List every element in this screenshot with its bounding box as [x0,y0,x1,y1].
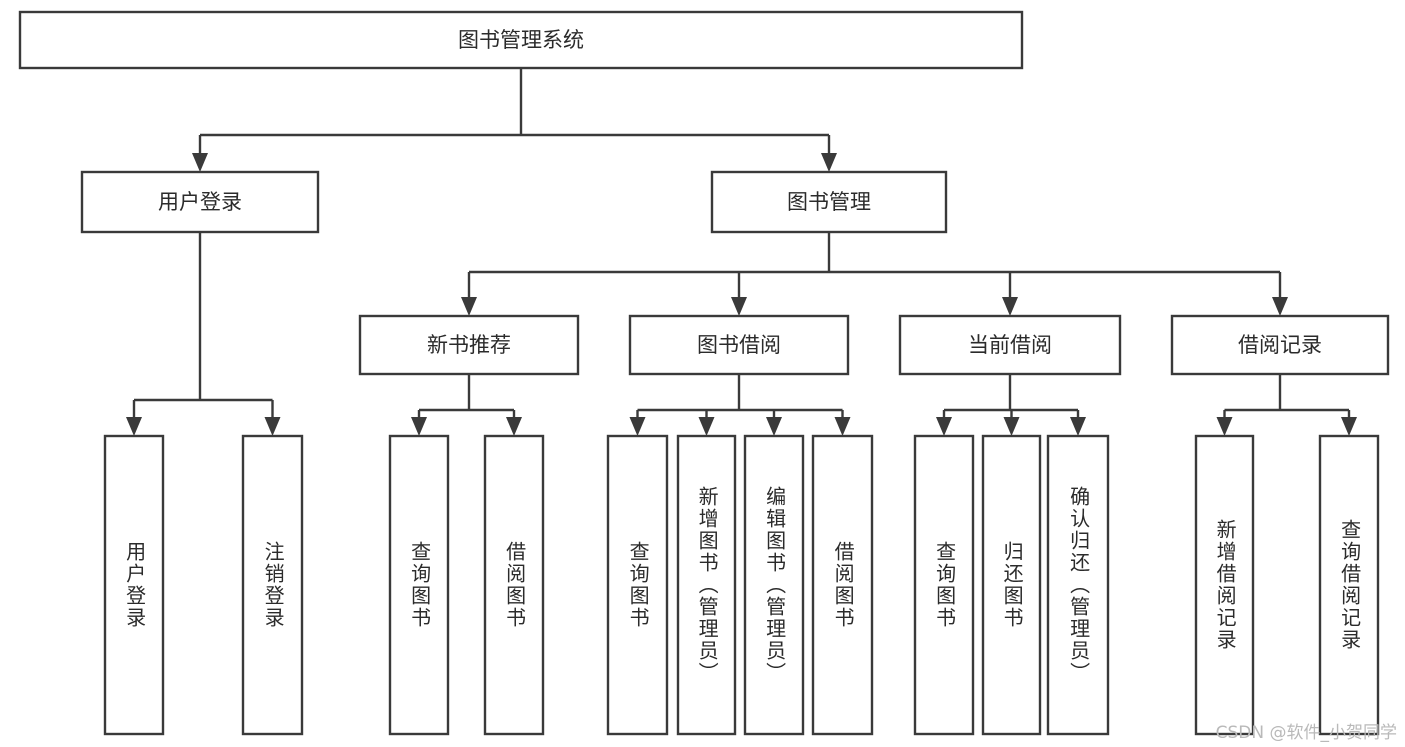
connector-当前借阅-to-查询图书-arrowhead [936,417,952,436]
node-leaf-2-查询图书[interactable] [388,434,450,736]
node-l1-图书管理-label: 图书管理 [787,190,871,214]
node-leaf-7-借阅图书[interactable] [811,434,874,736]
node-root-图书管理系统-label: 图书管理系统 [458,28,584,52]
connector-mgr-to-借阅记录-arrowhead [1272,297,1288,316]
connector-图书借阅-to-编辑图书管理员-arrowhead [766,417,782,436]
node-leaf-11-新增借阅记录-rect[interactable] [1194,434,1255,736]
connector-图书借阅-to-新增图书管理员-arrowhead [698,417,715,436]
node-root-图书管理系统-rect[interactable] [18,10,1024,70]
node-l2-借阅记录-rect[interactable] [1170,314,1390,376]
node-l2-新书推荐-label: 新书推荐 [427,333,511,357]
node-l2-当前借阅-rect[interactable] [898,314,1122,376]
node-leaf-10-确认归还管理员[interactable] [1046,434,1110,736]
connector-root-to-用户登录-arrowhead [192,153,208,172]
node-leaf-4-查询图书[interactable] [606,434,669,736]
node-leaf-5-新增图书管理员[interactable] [676,434,737,736]
node-l1-图书管理[interactable]: 图书管理 [710,170,948,234]
connector-借阅记录-to-查询借阅记录-arrowhead [1341,417,1357,436]
node-l2-图书借阅-label: 图书借阅 [697,333,781,357]
node-leaf-8-查询图书-rect[interactable] [913,434,975,736]
node-leaf-2-查询图书-rect[interactable] [388,434,450,736]
node-leaf-5-新增图书管理员-rect[interactable] [676,434,737,736]
node-leaf-6-编辑图书管理员[interactable] [743,434,805,736]
node-leaf-10-确认归还管理员-rect[interactable] [1046,434,1110,736]
connector-当前借阅-to-归还图书-arrowhead [1003,417,1020,436]
connector-图书借阅-to-查询图书-arrowhead [629,417,646,436]
node-leaf-0-用户登录-rect[interactable] [103,434,165,736]
node-root-图书管理系统[interactable]: 图书管理系统 [18,10,1024,70]
connector-用户登录-to-注销登录-arrowhead [264,417,281,436]
node-l1-图书管理-rect[interactable] [710,170,948,234]
node-leaf-12-查询借阅记录-rect[interactable] [1318,434,1380,736]
node-leaf-3-借阅图书-rect[interactable] [483,434,545,736]
node-leaf-9-归还图书[interactable] [981,434,1042,736]
connector-新书推荐-to-借阅图书-arrowhead [506,417,522,436]
node-l1-用户登录[interactable]: 用户登录 [80,170,320,234]
node-leaf-1-注销登录[interactable] [241,434,304,736]
node-l2-图书借阅[interactable]: 图书借阅 [628,314,850,376]
connector-图书借阅-to-借阅图书-arrowhead [834,417,851,436]
node-l1-用户登录-label: 用户登录 [158,190,242,214]
node-l1-用户登录-rect[interactable] [80,170,320,234]
node-leaf-11-新增借阅记录[interactable] [1194,434,1255,736]
node-leaf-6-编辑图书管理员-rect[interactable] [743,434,805,736]
connector-当前借阅-to-确认归还管理员-arrowhead [1070,417,1086,436]
node-l2-借阅记录-label: 借阅记录 [1238,333,1322,357]
node-leaf-3-借阅图书[interactable] [483,434,545,736]
connector-layer [126,68,1357,436]
node-l2-新书推荐[interactable]: 新书推荐 [358,314,580,376]
connector-借阅记录-to-新增借阅记录-arrowhead [1216,417,1233,436]
node-leaf-12-查询借阅记录[interactable] [1318,434,1380,736]
node-leaf-9-归还图书-rect[interactable] [981,434,1042,736]
connector-用户登录-to-用户登录-arrowhead [126,417,142,436]
connector-新书推荐-to-查询图书-arrowhead [411,417,427,436]
connector-mgr-to-当前借阅-arrowhead [1002,297,1018,316]
connector-mgr-to-新书推荐-arrowhead [461,297,477,316]
node-l2-借阅记录[interactable]: 借阅记录 [1170,314,1390,376]
node-l2-当前借阅[interactable]: 当前借阅 [898,314,1122,376]
csdn-watermark: CSDN @软件_小贺同学 [1215,723,1397,743]
node-leaf-8-查询图书[interactable] [913,434,975,736]
node-l2-当前借阅-label: 当前借阅 [968,333,1052,357]
node-l2-新书推荐-rect[interactable] [358,314,580,376]
node-leaf-0-用户登录[interactable] [103,434,165,736]
node-l2-图书借阅-rect[interactable] [628,314,850,376]
node-leaf-1-注销登录-rect[interactable] [241,434,304,736]
connector-root-to-图书管理-arrowhead [821,153,837,172]
node-leaf-4-查询图书-rect[interactable] [606,434,669,736]
node-leaf-7-借阅图书-rect[interactable] [811,434,874,736]
connector-mgr-to-图书借阅-arrowhead [731,297,747,316]
